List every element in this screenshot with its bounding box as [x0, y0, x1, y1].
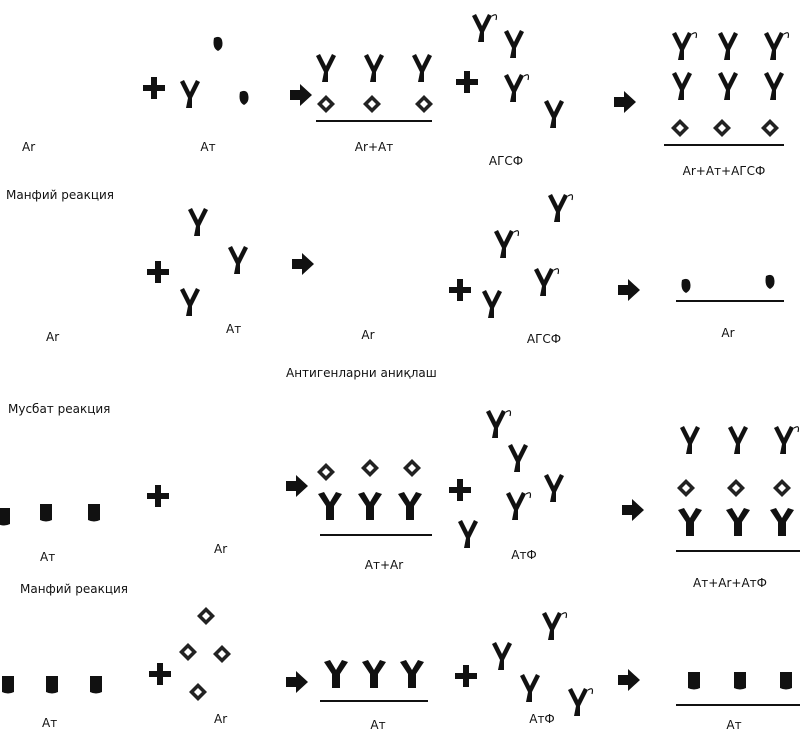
- row2-result: [676, 274, 784, 302]
- row3-label-at-ag: Aт+Ar: [364, 558, 404, 572]
- row4-plus-2: [455, 665, 477, 687]
- row3-antibodies-left: [0, 504, 100, 526]
- row3-arrow-1: [286, 475, 308, 497]
- row1-label-agsf: АГСФ: [488, 154, 524, 168]
- row3-atf-antibodies: [458, 409, 564, 548]
- row3-label-result: Aт+Ar+АтФ: [693, 576, 767, 590]
- row1-antibody: [180, 80, 200, 108]
- row4-label-atf: АтФ: [529, 712, 555, 726]
- section-title: Антигенларни аниқлаш: [286, 366, 437, 380]
- row4-result: [676, 672, 800, 706]
- row1-antigen-blob-top: [213, 36, 223, 51]
- row1-complex-antibodies: [316, 54, 433, 122]
- row3-label-ag: Ar: [214, 542, 228, 556]
- row4-label-result: Aт: [726, 718, 742, 732]
- row2-label-ag-mid: Ar: [361, 328, 375, 342]
- row4-label-ag: Ar: [214, 712, 228, 726]
- row3-complex: [317, 459, 432, 536]
- row1-arrow-1: [290, 84, 312, 106]
- row4-atf-antibodies: [492, 611, 594, 717]
- row4-label-at-mid: Aт: [370, 718, 386, 732]
- row4-antibodies-left: [2, 676, 102, 694]
- row2-label-result: Ar: [721, 326, 735, 340]
- row4-label-at: Aт: [42, 716, 58, 730]
- row2-plus-2: [449, 279, 471, 301]
- row1-agsf-antibodies: [471, 13, 564, 128]
- row2-heading: Манфий реакция: [6, 188, 115, 202]
- row3-plus-2: [449, 479, 471, 501]
- row1-label-at: Aт: [200, 140, 216, 154]
- row4-arrow-1: [286, 671, 308, 693]
- row4-plus: [149, 663, 171, 685]
- row4-heading: Манфий реакция: [20, 582, 129, 596]
- row2-label-ag: Ar: [46, 330, 60, 344]
- row1-arrow-2: [614, 91, 636, 113]
- row3-result-complex: [676, 425, 800, 552]
- row2-label-at: Aт: [226, 322, 242, 336]
- row2-antigen-plus: [147, 261, 169, 283]
- row2-agsf-antibodies: [482, 193, 574, 318]
- row3-plus: [147, 485, 169, 507]
- row2-arrow-1: [292, 253, 314, 275]
- row4-arrow-2: [618, 669, 640, 691]
- row4-mid-antibodies: [320, 660, 428, 702]
- row4-antigens: [179, 607, 231, 701]
- row3-arrow-2: [622, 499, 644, 521]
- row3-label-at: Aт: [40, 550, 56, 564]
- row1-antigen-plus: [143, 77, 165, 99]
- row1-label-result: Ar+Aт+АГСФ: [682, 164, 766, 178]
- row2-label-agsf: АГСФ: [526, 332, 562, 346]
- row1-antigen-blob-right: [239, 90, 249, 105]
- row3-heading: Мусбат реакция: [8, 402, 111, 416]
- row1-plus-2: [456, 71, 478, 93]
- row1-result-complex: [664, 31, 790, 146]
- row1-label-ag-at: Ar+Aт: [354, 140, 394, 154]
- row1-label-ag: Ar: [22, 140, 36, 154]
- row2-antibodies: [180, 208, 248, 316]
- row3-label-atf: АтФ: [511, 548, 537, 562]
- row2-arrow-2: [618, 279, 640, 301]
